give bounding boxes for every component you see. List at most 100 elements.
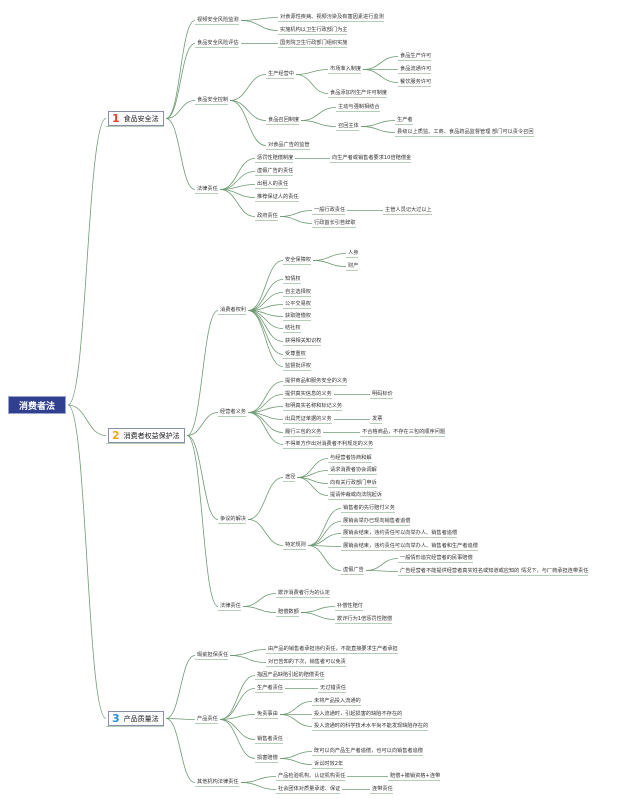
node-rights[interactable]: 消费者权利 <box>220 307 246 313</box>
node-fake-a[interactable]: 一般情形追究经营者的民事赔偿 <box>400 555 473 561</box>
branch-number: 2 <box>112 429 120 442</box>
node-ob-2a[interactable]: 明码标价 <box>372 391 393 397</box>
node-punitive-a[interactable]: 向生产者或销售者要求10倍赔偿金 <box>332 155 412 161</box>
node-ways[interactable]: 途径 <box>285 474 296 480</box>
node-pl-2a[interactable]: 无过错责任 <box>320 685 346 691</box>
node-additive[interactable]: 食品添加剂生产许可制度 <box>330 90 388 96</box>
node-right-assoc[interactable]: 结社权 <box>285 325 301 331</box>
node-pl-5b[interactable]: 诉讼时效2年 <box>314 761 344 767</box>
node-safety-b[interactable]: 财产 <box>348 263 359 269</box>
connector-line <box>186 310 219 436</box>
node-sp-2[interactable]: 展销会举办已现向销售者追偿 <box>343 518 411 524</box>
node-ob-2[interactable]: 提供真实信息的义务 <box>285 391 332 397</box>
node-guarantor[interactable]: 推荐保证人的责任 <box>257 194 299 200</box>
node-ob-6[interactable]: 不得单方作出对消费者不利规定的义务 <box>285 441 374 447</box>
node-right-choice[interactable]: 自主选择权 <box>285 289 311 295</box>
node-monitor-b[interactable]: 实施机构以卫生行政部门为主 <box>280 27 348 33</box>
connector-line <box>229 100 267 146</box>
node-recall-a[interactable]: 主动与强制相结合 <box>338 104 380 110</box>
node-legal-1[interactable]: 欺诈消费者行为的认定 <box>278 590 330 596</box>
node-pl-4[interactable]: 销售者责任 <box>257 736 283 742</box>
node-gov-general-a[interactable]: 主管人员记大过以上 <box>385 207 432 213</box>
node-production[interactable]: 生产经营中 <box>268 71 294 77</box>
node-o-1a[interactable]: 赔偿+撤销资格+连带 <box>390 773 441 779</box>
node-sp-1[interactable]: 销售者的先行赔付义务 <box>343 505 395 511</box>
node-safety[interactable]: 安全保障权 <box>285 257 311 263</box>
branch-product-quality[interactable]: 3 产品质量法 <box>108 711 164 726</box>
node-way-2[interactable]: 请求消费者协会调解 <box>330 467 377 473</box>
node-gov-resign[interactable]: 行政首长引咎辞职 <box>314 220 356 226</box>
node-o-2a[interactable]: 连带责任 <box>372 786 393 792</box>
node-food-liability[interactable]: 法律责任 <box>197 186 218 192</box>
node-w-1[interactable]: 由产品的销售者承担违约责任，不能直接要求生产者承担 <box>268 646 398 652</box>
node-right-respect[interactable]: 受尊重权 <box>285 351 306 357</box>
node-special[interactable]: 特定规则 <box>285 542 306 548</box>
node-product-liability[interactable]: 产品责任 <box>197 716 218 722</box>
node-o-1[interactable]: 产品检验机构、认证机构责任 <box>278 773 346 779</box>
node-gov-liability[interactable]: 政府责任 <box>257 213 278 219</box>
node-pl-5a[interactable]: 既可以向产品生产者追偿，也可以向销售者追偿 <box>314 748 423 754</box>
node-control[interactable]: 食品安全控制 <box>197 97 229 103</box>
node-false-ad[interactable]: 虚假广告的责任 <box>257 168 294 174</box>
node-o-2[interactable]: 社会团体对质量承诺、保证 <box>278 786 341 792</box>
node-right-knowledge[interactable]: 获得相关知识权 <box>285 338 322 344</box>
node-warranty[interactable]: 瑕疵担保责任 <box>197 652 229 658</box>
node-license-3[interactable]: 餐饮服务许可 <box>400 79 432 85</box>
node-lend-name[interactable]: 出租人的责任 <box>257 181 289 187</box>
node-ob-5[interactable]: 履行三包的义务 <box>285 429 322 435</box>
node-assess-a[interactable]: 国务院卫生行政部门组织实施 <box>280 40 348 46</box>
node-safety-a[interactable]: 人身 <box>348 250 359 256</box>
node-sp-3[interactable]: 展销会结束，违约责任可以向举办人、销售者追偿 <box>343 530 458 536</box>
root-node[interactable]: 消费者法 <box>8 396 66 414</box>
node-way-3[interactable]: 向有关行政部门申诉 <box>330 480 377 486</box>
node-recall-subject[interactable]: 召回主体 <box>338 123 359 129</box>
node-pl-5[interactable]: 损害赔偿 <box>257 755 278 761</box>
node-monitor-a[interactable]: 对食源性疾病、视频污染及有害因素进行监测 <box>280 14 384 20</box>
node-ob-1[interactable]: 提供商品和服务安全的义务 <box>285 378 348 384</box>
node-ob-5a[interactable]: 不合格商品，不存在三包的顺序问题 <box>362 429 446 435</box>
node-w-2[interactable]: 对已告知的下次，销售者可以免责 <box>268 659 346 665</box>
connector-line <box>247 381 284 413</box>
node-pl-3b[interactable]: 投入流通时，引起损害的缺陷不存在的 <box>314 711 403 717</box>
node-ad-regulation[interactable]: 对食品广告的监管 <box>268 142 310 148</box>
connector-line <box>186 412 219 436</box>
branch-food-safety[interactable]: 1 食品安全法 <box>108 111 164 126</box>
node-right-fair[interactable]: 公平交易权 <box>285 301 311 307</box>
node-fake-b[interactable]: 广告经营者不能提供经营者真实姓名或知道或应知的 情况下，与厂商承担连带责任 <box>400 568 589 574</box>
node-pl-3c[interactable]: 投入流通时的科学技术水平尚不能发现缺陷存在的 <box>314 723 429 729</box>
node-recall[interactable]: 食品召回制度 <box>268 117 300 123</box>
node-right-supervise[interactable]: 监督批评权 <box>285 363 311 369</box>
node-ob-4[interactable]: 出具凭证单据的义务 <box>285 416 332 422</box>
node-right-know[interactable]: 知情权 <box>285 276 301 282</box>
node-legal[interactable]: 法律责任 <box>220 603 241 609</box>
connector-line <box>219 189 256 217</box>
node-other[interactable]: 其他机构法律责任 <box>197 779 239 785</box>
node-pl-3[interactable]: 免责事由 <box>257 711 278 717</box>
node-ob-4a[interactable]: 发票 <box>372 416 383 422</box>
branch-consumer-rights[interactable]: 2 消费者权益保护法 <box>108 428 185 443</box>
node-legal-2a[interactable]: 补偿性赔付 <box>337 603 363 609</box>
node-gov-general[interactable]: 一般行政责任 <box>314 207 346 213</box>
node-way-1[interactable]: 与经营者协商和解 <box>330 455 372 461</box>
node-pl-3a[interactable]: 未将产品投入流通的 <box>314 698 361 704</box>
node-ob-3[interactable]: 标明真实名称和标记义务 <box>285 403 343 409</box>
node-right-comp[interactable]: 获取赔偿权 <box>285 313 311 319</box>
node-license-1[interactable]: 食品生产许可 <box>400 53 432 59</box>
node-way-4[interactable]: 提请仲裁或向法院起诉 <box>330 492 382 498</box>
node-recall-subject-a[interactable]: 生产者 <box>397 117 413 123</box>
node-recall-subject-b[interactable]: 县级以上质监、工商、食品药品监督管理 部门可以责令召回 <box>397 129 534 135</box>
connector-line <box>247 310 284 342</box>
node-obligations[interactable]: 经营者义务 <box>220 409 246 415</box>
node-pl-2[interactable]: 生产者责任 <box>257 685 283 691</box>
node-legal-2b[interactable]: 欺诈行为1倍惩罚性赔偿 <box>337 616 393 622</box>
node-risk-assess[interactable]: 食品安全风险评估 <box>197 40 239 46</box>
node-pl-1[interactable]: 指因产品缺陷引起的赔偿责任 <box>257 672 325 678</box>
node-legal-2[interactable]: 赔偿数额 <box>278 609 299 615</box>
node-market-entry[interactable]: 市场准入制度 <box>330 66 362 72</box>
node-fake-ad[interactable]: 虚假广告 <box>343 567 364 573</box>
node-risk-monitor[interactable]: 视频安全风险监测 <box>197 17 239 23</box>
node-dispute[interactable]: 争议的解决 <box>220 516 246 522</box>
node-license-2[interactable]: 食品流通许可 <box>400 66 432 72</box>
node-punitive[interactable]: 惩罚性赔偿制度 <box>257 155 294 161</box>
node-sp-4[interactable]: 展销会结束，违约责任可以向举办人、销售者和生产者追偿 <box>343 543 478 549</box>
